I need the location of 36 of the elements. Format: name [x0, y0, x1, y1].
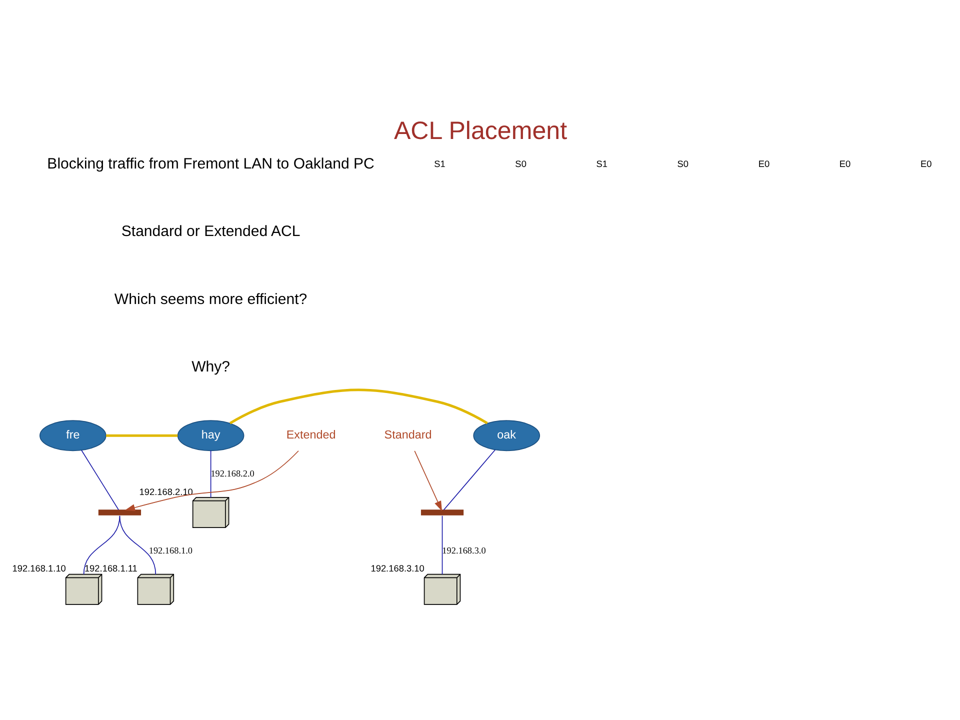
connector — [442, 449, 496, 510]
label: S0 — [514, 159, 526, 170]
label: E0 — [758, 159, 770, 170]
label: Blocking traffic from Fremont LAN to Oakland PC — [46, 156, 374, 173]
edge-label: 192.168.3.0 — [442, 545, 486, 556]
connector — [80, 450, 119, 510]
diagram-title: ACL Placement — [393, 116, 567, 145]
label: E0 — [838, 159, 850, 170]
node-text: Extended — [286, 428, 336, 442]
label: S0 — [676, 159, 688, 170]
arrow — [124, 450, 298, 512]
connector — [441, 515, 442, 575]
connector — [210, 450, 211, 498]
node-ellipse: hay — [176, 420, 244, 452]
node-label: 192.168.2.10 — [138, 486, 192, 497]
edge-label: 192.168.1.0 — [148, 545, 192, 556]
node-ellipse: fre — [39, 420, 106, 452]
node-bar — [98, 510, 141, 516]
label: S1 — [596, 159, 607, 170]
connector — [106, 434, 178, 437]
label: Which seems more efficient? — [114, 290, 307, 308]
node-label: 192.168.3.10 — [370, 564, 424, 574]
arrow — [414, 450, 442, 512]
label: S1 — [434, 159, 445, 170]
label: E0 — [920, 159, 932, 170]
edge-label: 192.168.2.0 — [210, 468, 254, 478]
label: Why? — [191, 358, 230, 376]
node-ellipse: oak — [472, 420, 540, 452]
node-text: Standard — [384, 428, 432, 442]
node-label: 192.168.1.11 — [84, 564, 137, 574]
label: Standard or Extended ACL — [120, 223, 300, 240]
connector — [118, 515, 156, 575]
connector — [228, 388, 488, 424]
connector — [82, 515, 120, 575]
node-label: 192.168.1.10 — [12, 564, 66, 574]
node-bar — [420, 510, 464, 516]
